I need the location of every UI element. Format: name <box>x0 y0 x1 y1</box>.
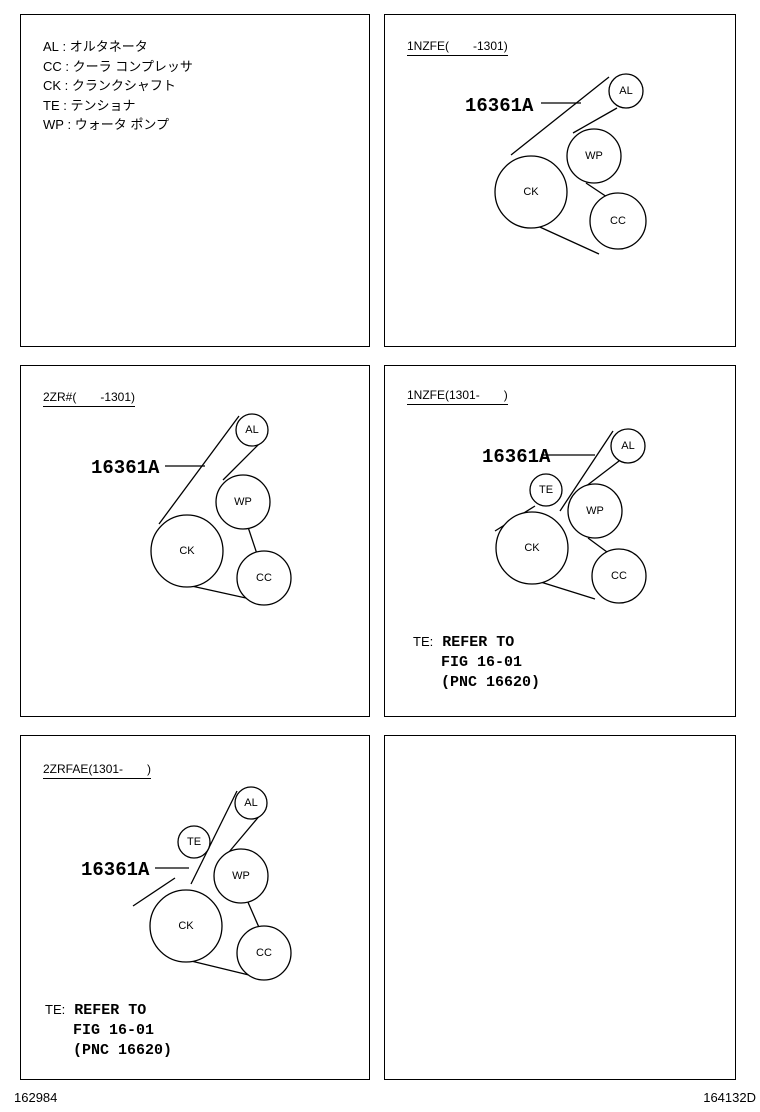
belt-segment <box>222 443 260 481</box>
pulley-ck <box>495 511 569 585</box>
diagram-panel-1nzfe-late: 1NZFE(1301- ) AL TE WP CK CC 16361A TE: … <box>384 365 736 717</box>
pulley-cc <box>591 548 647 604</box>
pulley-al <box>608 73 644 109</box>
legend-item-wp: WP : ウォータ ポンプ <box>43 117 169 132</box>
pulley-label-al: AL <box>245 424 258 436</box>
note-prefix: TE: <box>45 1002 66 1017</box>
pulley-label-ck: CK <box>178 920 194 932</box>
note-line-3: (PNC 16620) <box>441 674 541 691</box>
pulley-al <box>235 413 269 447</box>
belt-segment <box>559 430 614 512</box>
legend-item-te: TE : テンショナ <box>43 97 136 113</box>
pulley-label-al: AL <box>621 440 634 452</box>
belt-segment <box>585 182 608 198</box>
part-number: 16361A <box>482 446 551 468</box>
empty-panel <box>384 735 736 1080</box>
belt-segment <box>132 877 176 907</box>
pulley-wp <box>213 848 269 904</box>
diagram-panel-1nzfe-early: 1NZFE( -1301) AL WP CK CC 16361A <box>384 14 736 347</box>
pulley-label-cc: CC <box>256 572 272 584</box>
belt-segment <box>186 959 254 977</box>
part-number: 16361A <box>81 859 150 881</box>
note-line-2: FIG 16-01 <box>73 1022 155 1039</box>
part-number: 16361A <box>91 457 160 479</box>
tensioner-note: TE: REFER TO FIG 16-01 (PNC 16620) <box>413 632 540 693</box>
panel-title: 1NZFE( -1301) <box>407 37 508 56</box>
belt-routing-diagram: AL TE WP CK CC 16361A <box>81 786 292 981</box>
pulley-label-ck: CK <box>179 545 195 557</box>
pulley-cc <box>236 925 292 981</box>
pulley-label-cc: CC <box>256 947 272 959</box>
pulley-cc <box>589 192 647 250</box>
note-line-1: REFER TO <box>74 1002 147 1019</box>
legend-item-cc: CC : クーラ コンプレッサ <box>43 58 193 74</box>
note-line-1: REFER TO <box>442 634 515 651</box>
legend-panel: AL : オルタネータ CC : クーラ コンプレッサ CK : クランクシャフ… <box>20 14 370 347</box>
legend-item-ck: CK : クランクシャフト <box>43 78 176 93</box>
pulley-ck <box>494 155 568 229</box>
pulley-label-al: AL <box>619 85 632 97</box>
diagram-panel-2zrfae-late: 2ZRFAE(1301- ) AL TE WP CK CC 16361A TE:… <box>20 735 370 1080</box>
pulley-wp <box>567 483 623 539</box>
belt-routing-diagram: AL TE WP CK CC 16361A <box>482 428 647 604</box>
belt-segment <box>572 107 618 134</box>
pulley-te <box>529 473 563 507</box>
pulley-label-cc: CC <box>610 215 626 227</box>
pulley-wp <box>566 128 622 184</box>
pulley-cc <box>236 550 292 606</box>
note-line-2: FIG 16-01 <box>441 654 523 671</box>
pulley-label-ck: CK <box>524 542 540 554</box>
pulley-label-cc: CC <box>611 570 627 582</box>
belt-segment <box>587 537 608 553</box>
pulley-wp <box>215 474 271 530</box>
panel-title: 2ZRFAE(1301- ) <box>43 760 152 779</box>
part-number: 16361A <box>465 95 534 117</box>
pulley-label-al: AL <box>244 797 257 809</box>
pulley-ck <box>150 514 224 588</box>
belt-segment <box>186 584 256 601</box>
belt-routing-diagram: AL WP CK CC 16361A <box>465 73 647 255</box>
diagram-panel-2zr-early: 2ZR#( -1301) AL WP CK CC 16361A <box>20 365 370 717</box>
abbreviation-legend: AL : オルタネータ CC : クーラ コンプレッサ CK : クランクシャフ… <box>43 37 193 135</box>
pulley-label-wp: WP <box>232 870 250 882</box>
pulley-label-te: TE <box>187 836 201 848</box>
panel-title: 2ZR#( -1301) <box>43 388 136 407</box>
belt-segment <box>510 76 610 156</box>
pulley-label-ck: CK <box>523 186 539 198</box>
belt-segment <box>228 813 262 853</box>
pulley-label-wp: WP <box>586 505 604 517</box>
legend-item-al: AL : オルタネータ <box>43 39 148 54</box>
pulley-ck <box>149 889 223 963</box>
pulley-al <box>234 786 268 820</box>
pulley-label-wp: WP <box>585 150 603 162</box>
note-line-3: (PNC 16620) <box>73 1042 173 1059</box>
pulley-te <box>177 825 211 859</box>
tensioner-note: TE: REFER TO FIG 16-01 (PNC 16620) <box>45 1000 172 1061</box>
note-prefix: TE: <box>413 634 434 649</box>
panel-title: 1NZFE(1301- ) <box>407 386 508 405</box>
footer-code-left: 162984 <box>14 1090 58 1105</box>
footer-code-right: 164132D <box>703 1090 756 1105</box>
belt-segment <box>190 790 238 885</box>
pulley-label-te: TE <box>539 484 553 496</box>
belt-segment <box>158 415 240 525</box>
pulley-al <box>610 428 646 464</box>
belt-segment <box>530 222 600 255</box>
belt-routing-diagram: AL WP CK CC 16361A <box>91 413 292 606</box>
pulley-label-wp: WP <box>234 496 252 508</box>
